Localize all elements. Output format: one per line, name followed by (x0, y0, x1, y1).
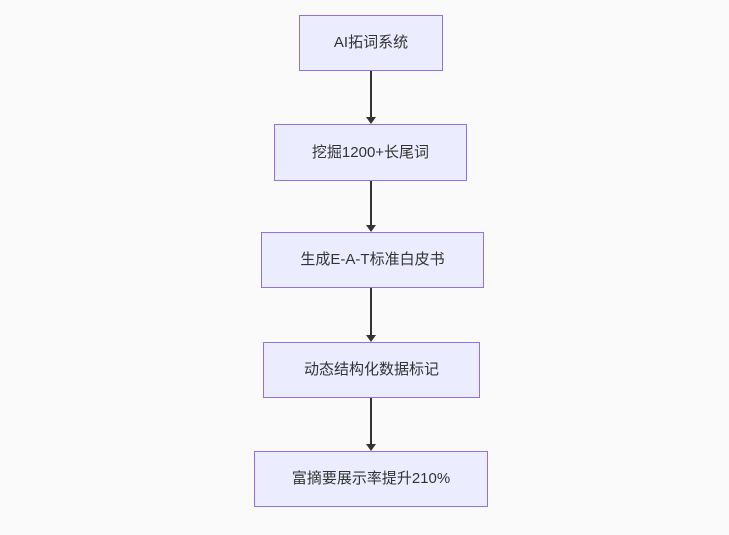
arrow-line (370, 398, 372, 444)
flowchart-node-longtail-mining: 挖掘1200+长尾词 (274, 124, 467, 181)
flowchart-node-eat-whitepaper: 生成E-A-T标准白皮书 (261, 232, 484, 288)
flowchart-node-structured-data-markup: 动态结构化数据标记 (263, 342, 480, 398)
arrowhead-down-icon (366, 225, 376, 232)
flow-arrow-1 (366, 71, 376, 124)
flowchart-node-rich-snippet-result: 富摘要展示率提升210% (254, 451, 488, 507)
flowchart-node-ai-keyword-system: AI拓词系统 (299, 15, 443, 71)
node-label: 动态结构化数据标记 (303, 361, 439, 378)
flow-arrow-3 (366, 288, 376, 342)
node-label: 生成E-A-T标准白皮书 (300, 251, 445, 268)
arrow-line (370, 288, 372, 335)
arrow-line (370, 71, 372, 117)
arrowhead-down-icon (366, 444, 376, 451)
node-label: AI拓词系统 (333, 34, 409, 51)
flow-arrow-2 (366, 181, 376, 232)
node-label: 挖掘1200+长尾词 (311, 143, 430, 161)
arrowhead-down-icon (366, 117, 376, 124)
arrowhead-down-icon (366, 335, 376, 342)
arrow-line (370, 181, 372, 225)
node-label: 富摘要展示率提升210% (291, 470, 451, 487)
flow-arrow-4 (366, 398, 376, 451)
